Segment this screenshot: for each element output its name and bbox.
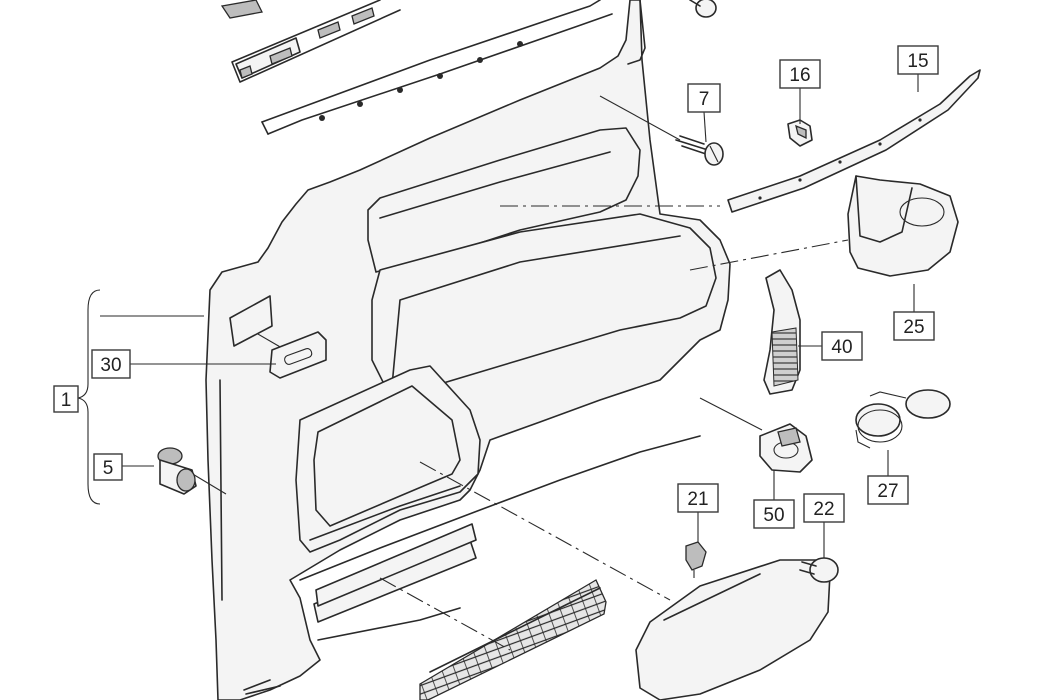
- part-50-hook: [759, 423, 813, 473]
- part-30-handle-insert: [229, 295, 327, 379]
- part-22-push-pin: [799, 557, 839, 583]
- part-27-pads: [855, 389, 951, 449]
- part-40-side-grille: [763, 269, 801, 395]
- callout-15: 15: [897, 45, 939, 75]
- callout-25-label: 25: [903, 317, 924, 338]
- callout-50: 50: [753, 499, 795, 529]
- part-15-trim-strip: [727, 69, 981, 213]
- callout-5: 5: [93, 453, 123, 481]
- callout-1-label: 1: [61, 390, 72, 411]
- map-pocket: [295, 365, 481, 553]
- callout-27: 27: [867, 475, 909, 505]
- callout-27-label: 27: [877, 481, 898, 502]
- callout-21-label: 21: [687, 489, 708, 510]
- door-pocket-recess: [367, 127, 717, 393]
- callout-leaders: [122, 74, 919, 558]
- callout-25: 25: [893, 311, 935, 341]
- callout-1: 1: [53, 385, 79, 413]
- callout-22-label: 22: [813, 499, 834, 520]
- part-25-cup-holder: [847, 175, 959, 277]
- callout-16: 16: [779, 59, 821, 89]
- callout-40: 40: [821, 331, 863, 361]
- callout-22: 22: [803, 493, 845, 523]
- storage-cover: [635, 559, 831, 700]
- callout-5-label: 5: [103, 458, 114, 479]
- upper-rail: [220, 0, 401, 83]
- callout-30-label: 30: [100, 355, 121, 376]
- callout-16-label: 16: [789, 65, 810, 86]
- part-7-screw: [675, 135, 724, 166]
- part-5-clip: [157, 447, 197, 495]
- upper-trim-strip: [261, 0, 613, 135]
- callout-7: 7: [687, 83, 721, 113]
- part-21-clip: [685, 541, 707, 578]
- speaker-grille: [419, 579, 607, 700]
- callout-15-label: 15: [907, 51, 928, 72]
- callout-7-label: 7: [699, 89, 710, 110]
- callout-30: 30: [91, 349, 131, 379]
- callout-21: 21: [677, 483, 719, 513]
- callout-50-label: 50: [763, 505, 784, 526]
- top-fastener: [689, 0, 717, 18]
- callout-40-label: 40: [831, 337, 852, 358]
- lower-strip: [313, 523, 477, 623]
